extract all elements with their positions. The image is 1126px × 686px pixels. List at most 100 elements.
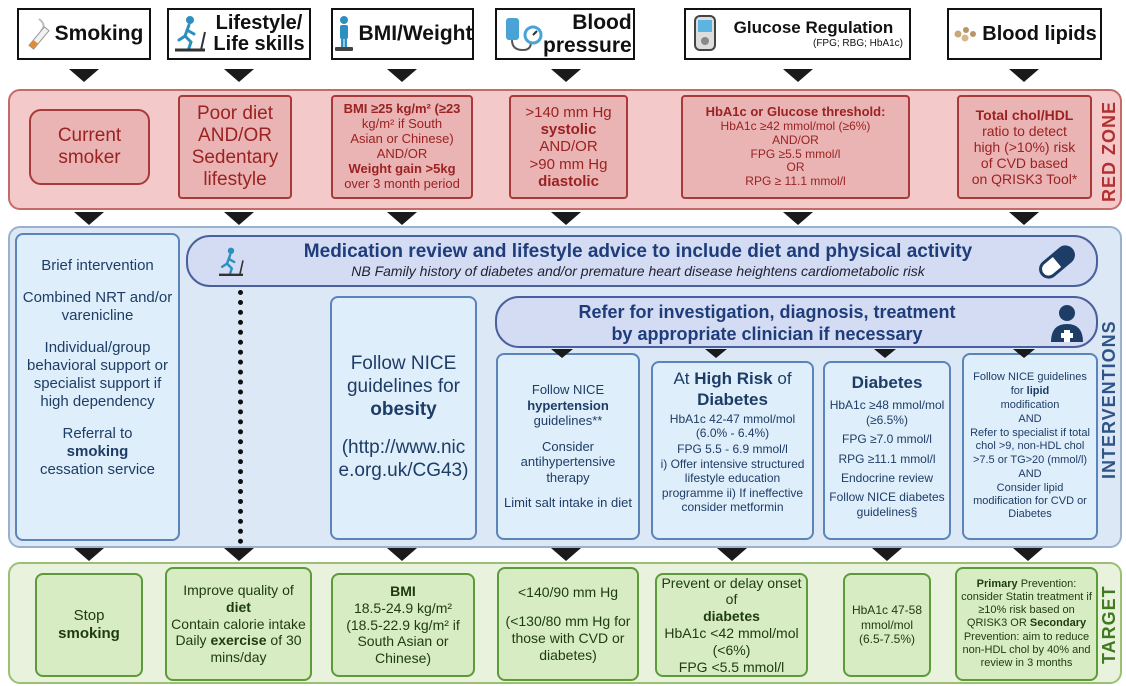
red-lipids-l5: on QRISK3 Tool*: [971, 171, 1078, 188]
glucose-meter-icon: [692, 14, 718, 54]
tgt-lipids: Primary Prevention: consider Statin trea…: [955, 567, 1098, 681]
arrow-down: [783, 69, 813, 82]
header-bp-l2: pressure: [543, 34, 632, 57]
red-bmi-l1: BMI ≥25 kg/m² (≥23: [343, 101, 461, 117]
int-smoking-l4: Referral to: [62, 425, 133, 442]
treadmill-icon: [173, 14, 207, 54]
red-lifestyle-l3: Sedentary: [191, 147, 279, 168]
tgt-lip-l3: Secondary: [1029, 617, 1087, 630]
red-lipids-l2: ratio to detect: [982, 122, 1067, 139]
int-obesity: Follow NICE guidelines for obesity (http…: [330, 296, 477, 540]
int-lip-l1: Follow NICE guidelines for: [973, 371, 1087, 397]
int-diab-title: Diabetes: [851, 373, 923, 392]
int-smoking: Brief intervention Combined NRT and/or v…: [15, 233, 180, 541]
arrow-down: [1009, 212, 1039, 225]
tgt-bmi-l2: 18.5-24.9 kg/m²: [353, 599, 453, 616]
header-lipids-label: Blood lipids: [982, 22, 1097, 45]
header-glucose-title: Glucose Regulation: [733, 18, 894, 38]
tgt-glu-l3: HbA1c <42 mmol/mol (<6%): [664, 625, 799, 658]
blood-pressure-icon: [503, 14, 543, 54]
tgt-bp: <140/90 mm Hg (<130/80 mm Hg for those w…: [497, 567, 639, 681]
target-label: TARGET: [1099, 585, 1119, 665]
header-bp-l1: Blood: [572, 10, 632, 34]
tgt-glucose: Prevent or delay onset of diabetes HbA1c…: [655, 573, 808, 677]
arrow-down: [387, 212, 417, 225]
cigarette-icon: [25, 17, 51, 51]
int-smoking-l3: Individual/group behavioral support or s…: [27, 339, 168, 410]
arrow-down: [1009, 69, 1039, 82]
arrow-down: [874, 349, 896, 358]
header-bmi: BMI/Weight: [331, 8, 474, 60]
arrow-down: [387, 69, 417, 82]
dotted-divider: [238, 290, 243, 544]
tgt-smoking-l2: smoking: [58, 625, 120, 642]
tgt-hba1c-l1: HbA1c 47-58 mmol/mol (6.5-7.5%): [851, 603, 923, 647]
arrow-down: [551, 69, 581, 82]
tgt-life-l4: Daily: [175, 632, 207, 649]
red-lifestyle-l2: AND/OR: [198, 125, 272, 147]
int-hr-of: of: [777, 369, 792, 388]
red-glucose-l4: FPG ≥5.5 mmol/l: [750, 146, 841, 161]
int-highrisk: At High Risk of Diabetes HbA1c 42-47 mmo…: [651, 361, 814, 540]
int-obesity-link[interactable]: (http://www.nice.org.uk/CG43): [338, 437, 469, 482]
arrow-down: [1013, 349, 1035, 358]
tgt-life-l5: exercise: [210, 632, 267, 649]
tgt-smoking: Stop smoking: [35, 573, 143, 677]
tgt-bmi-l1: BMI: [390, 583, 416, 599]
tgt-lip-l4: Prevention: aim to reduce non-HDL chol b…: [962, 630, 1091, 669]
arrow-down: [69, 69, 99, 82]
tgt-life-l2: diet: [226, 598, 251, 615]
tgt-lip-l1: Primary: [976, 577, 1018, 590]
int-hyp-l5: Limit salt intake in diet: [504, 495, 632, 511]
arrow-down: [1013, 548, 1043, 561]
refer-l1: Refer for investigation, diagnosis, trea…: [578, 302, 956, 322]
red-bmi-l5: Weight gain >5kg: [348, 160, 456, 176]
int-hr-fpg: FPG 5.5 - 6.9 mmol/l: [677, 441, 788, 456]
arrow-down: [551, 212, 581, 225]
lipid-drops-icon: [952, 24, 978, 44]
red-lifestyle-l1: Poor diet: [196, 103, 274, 125]
red-bp: >140 mm Hg systolic AND/OR >90 mm Hg dia…: [509, 95, 628, 199]
red-smoking: Current smoker: [29, 109, 150, 185]
int-lip-l5: Refer to specialist if total chol >9, no…: [970, 427, 1090, 466]
med-review-note: NB Family history of diabetes and/or pre…: [351, 263, 925, 279]
header-lipids: Blood lipids: [947, 8, 1102, 60]
int-hr-hba1c: HbA1c 42-47 mmol/mol (6.0% - 6.4%): [669, 411, 796, 441]
scale-person-icon: [333, 15, 355, 53]
tgt-smoking-l1: Stop: [73, 607, 105, 624]
int-obesity-l1: Follow NICE guidelines for: [346, 353, 461, 397]
refer-l2: by appropriate clinician if necessary: [611, 323, 923, 344]
red-smoking-l2: smoker: [58, 147, 121, 168]
int-hypertension: Follow NICE hypertension guidelines** Co…: [496, 353, 640, 540]
int-smoking-l5: smoking: [66, 443, 129, 460]
tgt-hba1c: HbA1c 47-58 mmol/mol (6.5-7.5%): [843, 573, 931, 677]
int-diab-rpg: RPG ≥11.1 mmol/l: [838, 451, 936, 466]
int-lip-l2: lipid: [1026, 384, 1050, 397]
int-diabetes: Diabetes HbA1c ≥48 mmol/mol (≥6.5%) FPG …: [823, 361, 951, 540]
arrow-down: [551, 349, 573, 358]
arrow-down: [224, 69, 254, 82]
header-smoking: Smoking: [17, 8, 151, 60]
arrow-down: [74, 548, 104, 561]
red-lipids-l3: high (>10%) risk: [973, 138, 1076, 155]
arrow-down: [74, 212, 104, 225]
int-diab-fpg: FPG ≥7.0 mmol/l: [842, 432, 932, 447]
tgt-lip-l2: Prevention: consider Statin treatment if…: [961, 577, 1092, 630]
int-lip-l6: AND: [1018, 467, 1042, 480]
pill-capsule-icon: [1034, 242, 1080, 287]
red-bmi-l2: kg/m² if South: [361, 116, 443, 132]
tgt-bmi: BMI 18.5-24.9 kg/m² (18.5-22.9 kg/m² if …: [331, 573, 475, 677]
tgt-bp-l2: (<130/80 mm Hg for those with CVD or dia…: [505, 613, 631, 663]
tgt-glu-l1: Prevent or delay onset of: [661, 574, 802, 608]
int-lipids: Follow NICE guidelines for lipid modific…: [962, 353, 1098, 540]
red-bp-l5: diastolic: [538, 172, 599, 190]
int-hr-bold: High Risk: [694, 369, 773, 388]
treadmill-icon: [216, 246, 246, 283]
red-lifestyle: Poor diet AND/OR Sedentary lifestyle: [178, 95, 292, 199]
tgt-bmi-l3: (18.5-22.9 kg/m² if South Asian or Chine…: [346, 616, 460, 667]
red-zone-label: RED ZONE: [1099, 100, 1119, 202]
int-hyp-l3: guidelines**: [533, 413, 603, 429]
red-bp-l2: systolic: [540, 121, 597, 139]
arrow-down: [224, 212, 254, 225]
red-glucose-l1: HbA1c or Glucose threshold:: [705, 104, 886, 120]
